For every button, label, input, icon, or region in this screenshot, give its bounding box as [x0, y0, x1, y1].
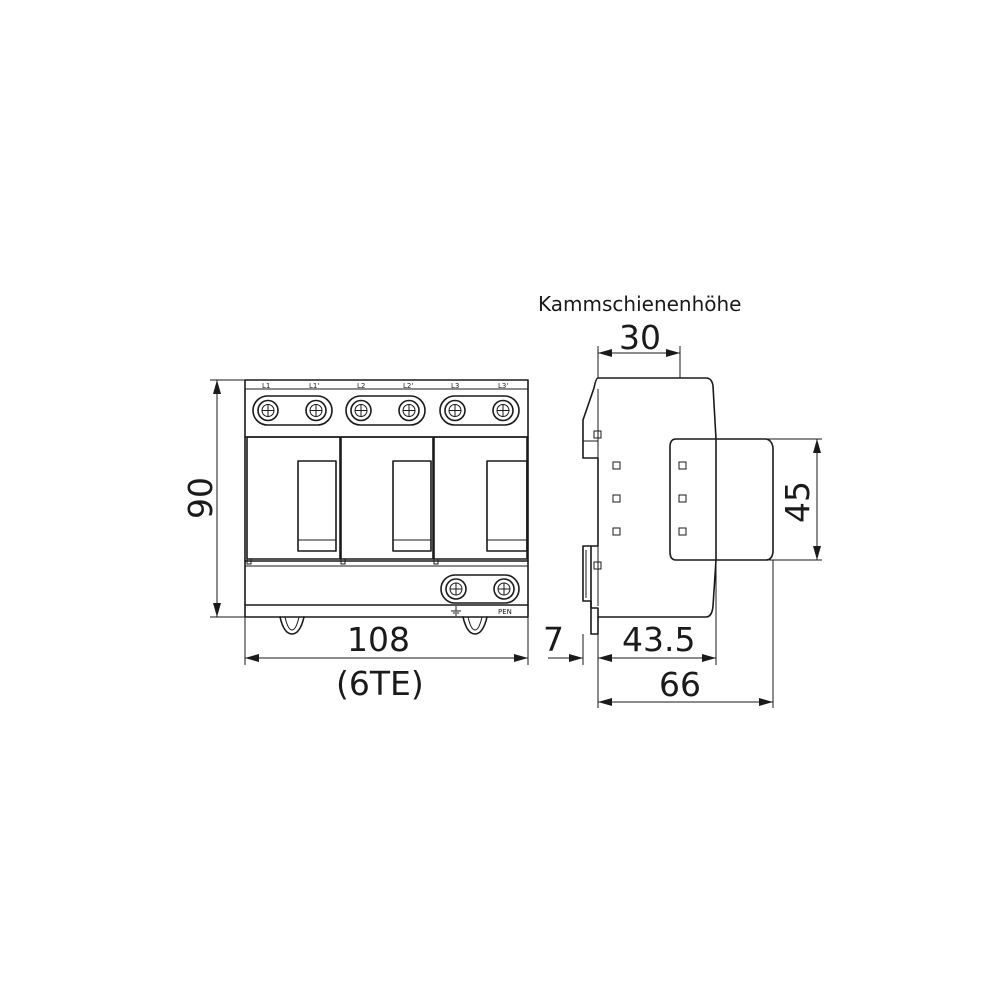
terminal-label-l3p: L3'	[498, 382, 508, 390]
terminal-pair-pen	[440, 574, 520, 604]
terminal-label-l1p: L1'	[309, 382, 319, 390]
dim-text-30: 30	[619, 318, 661, 357]
module-3	[433, 436, 528, 560]
terminal-label-l3: L3	[451, 382, 459, 390]
terminal-label-l2p: L2'	[403, 382, 413, 390]
busbar-height-label: Kammschienenhöhe	[538, 292, 742, 316]
side-housing	[582, 377, 717, 618]
dim-text-43-5: 43.5	[622, 620, 695, 659]
dim-text-90: 90	[181, 477, 220, 519]
terminal-label-pen: PEN	[498, 608, 512, 616]
dim-text-108: 108	[347, 620, 410, 659]
module-2	[340, 436, 434, 560]
module-1	[246, 436, 341, 560]
dimension-busbar-30: 30	[597, 318, 681, 378]
dim-text-7: 7	[543, 620, 564, 659]
din-clip-left	[279, 616, 305, 635]
din-clip-right	[462, 616, 488, 635]
dimension-module-45: 45	[766, 438, 822, 561]
dim-text-66: 66	[659, 665, 701, 704]
terminal-label-l1: L1	[262, 382, 270, 390]
dimension-rail-7: 7	[543, 617, 599, 708]
terminal-pair-1	[252, 395, 333, 426]
terminal-label-l2: L2	[357, 382, 365, 390]
terminal-pair-2	[345, 395, 426, 426]
dim-text-45: 45	[778, 481, 817, 523]
dimension-depth-43-5: 43.5	[598, 560, 717, 665]
terminal-pair-3	[439, 395, 520, 426]
ground-icon	[451, 606, 461, 616]
front-view: L1 L1' L2 L2' L3 L3'	[244, 379, 529, 635]
side-module	[669, 438, 774, 561]
dimension-height-90: 90	[181, 379, 245, 618]
side-view	[582, 377, 774, 635]
dim-text-6te: (6TE)	[336, 664, 424, 703]
front-housing	[244, 379, 529, 618]
dimension-depth-66: 66	[598, 560, 774, 708]
dimension-width-108: 108 (6TE)	[244, 617, 529, 703]
